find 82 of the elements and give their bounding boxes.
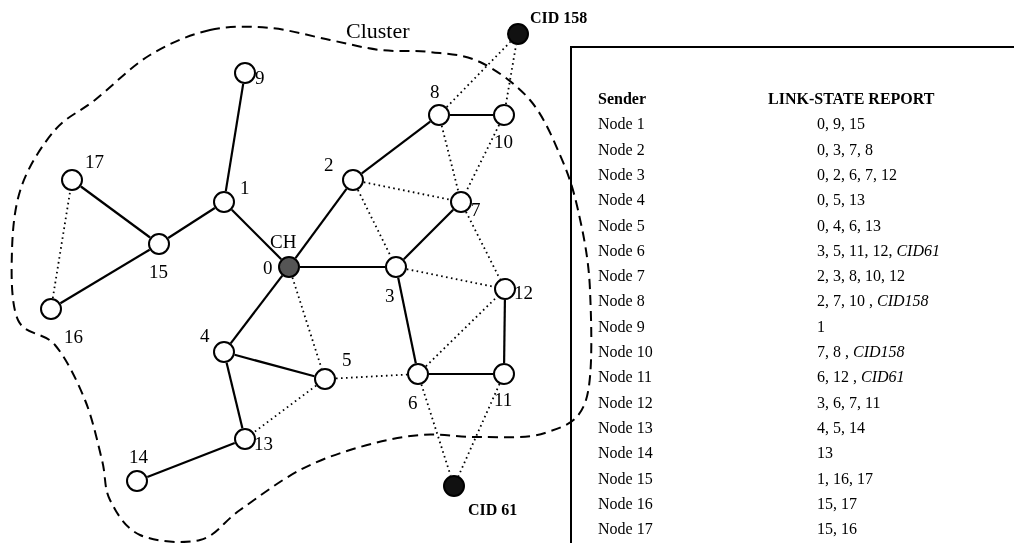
table-cell: Node 13 <box>598 418 653 437</box>
table-cell: Node 6 <box>598 241 645 260</box>
dotted-link-line <box>362 181 452 201</box>
table-cell: 2, 7, 10 , CID158 <box>817 292 929 311</box>
node-number: 12 <box>514 283 533 303</box>
table-cell: 2, 3, 8, 10, 12 <box>817 267 905 286</box>
node-number: 7 <box>471 200 481 220</box>
table-cell: 15, 17 <box>817 494 857 513</box>
table-cell: 7, 8 , CID158 <box>817 343 905 361</box>
table-cell: Node 7 <box>598 267 645 286</box>
table-cell: Node 3 <box>598 165 645 184</box>
link-line <box>229 275 284 344</box>
link-line <box>146 441 236 479</box>
table-cell: Node 1 <box>598 115 645 134</box>
table-cell: Node 2 <box>598 140 645 159</box>
node-name: CID 61 <box>468 500 518 520</box>
link-line <box>80 185 151 239</box>
node-number: 16 <box>64 327 83 347</box>
link-line <box>503 300 506 363</box>
node-number: 5 <box>342 350 352 370</box>
dotted-link-line <box>335 373 408 380</box>
table-cell: 0, 9, 15 <box>817 115 865 134</box>
link-line <box>361 120 431 175</box>
dotted-link-line <box>440 124 460 193</box>
link-line <box>397 277 417 364</box>
link-line <box>231 209 282 260</box>
link-line <box>59 248 151 305</box>
node-number: 4 <box>200 326 210 346</box>
link-line <box>403 209 454 260</box>
table-cell: 1 <box>817 317 825 336</box>
node-number: 10 <box>494 132 513 152</box>
link-line <box>234 353 315 378</box>
table-cell: Node 11 <box>598 368 653 387</box>
link-line <box>294 188 348 259</box>
table-cell: 4, 5, 14 <box>817 418 865 437</box>
table-cell: 0, 5, 13 <box>817 191 865 210</box>
node-number: 8 <box>430 82 440 102</box>
table-cell: 13 <box>817 444 833 463</box>
table-cell: 15, 16 <box>817 520 857 539</box>
link-line <box>450 113 493 117</box>
link-line <box>224 83 245 192</box>
table-cell: 6, 12 , CID61 <box>817 368 905 387</box>
node-number: 0 <box>263 258 273 278</box>
node-number: 15 <box>149 262 168 282</box>
table-cell: 3, 5, 11, 12, CID61 <box>817 241 940 260</box>
node-number: 9 <box>255 68 265 88</box>
cluster-title: Cluster <box>346 19 410 43</box>
dotted-link-line <box>252 384 318 434</box>
table-cell: Node 8 <box>598 292 645 311</box>
table-cell: 0, 2, 6, 7, 12 <box>817 165 897 184</box>
table-cell: Node 4 <box>598 191 645 210</box>
node-number: 13 <box>254 434 273 454</box>
table-cell: Node 14 <box>598 444 653 463</box>
node-number: 17 <box>85 152 104 172</box>
dotted-link-line <box>445 41 512 108</box>
table-header: LINK-STATE REPORT <box>768 90 935 108</box>
table-cell: Node 12 <box>598 393 653 412</box>
link-line <box>429 372 493 376</box>
table-cell: 3, 6, 7, 11 <box>817 393 881 412</box>
node-number: 1 <box>240 178 250 198</box>
table-cell: 0, 3, 7, 8 <box>817 140 873 159</box>
link-line <box>167 207 216 239</box>
link-line <box>225 362 244 429</box>
link-line <box>300 265 385 269</box>
node-number: 14 <box>129 447 148 467</box>
node-name: CID 158 <box>530 8 588 28</box>
table-cell: 1, 16, 17 <box>817 469 873 488</box>
table-cell: Node 17 <box>598 520 653 539</box>
node-number: 3 <box>385 286 395 306</box>
table-cell: Node 15 <box>598 469 653 488</box>
table-cell: 0, 4, 6, 13 <box>817 216 881 235</box>
node-number: 11 <box>494 390 513 410</box>
table-cell: Node 5 <box>598 216 645 235</box>
table-cell: Node 16 <box>598 494 653 513</box>
dotted-link-line <box>425 295 498 368</box>
table-cell: Node 10 <box>598 343 653 361</box>
table-header: Sender <box>598 90 646 108</box>
dotted-link-line <box>51 190 72 299</box>
node-number: 2 <box>324 155 334 175</box>
node-number: 6 <box>408 393 418 413</box>
node-tag: CH <box>270 232 297 252</box>
table-cell: Node 9 <box>598 317 645 336</box>
